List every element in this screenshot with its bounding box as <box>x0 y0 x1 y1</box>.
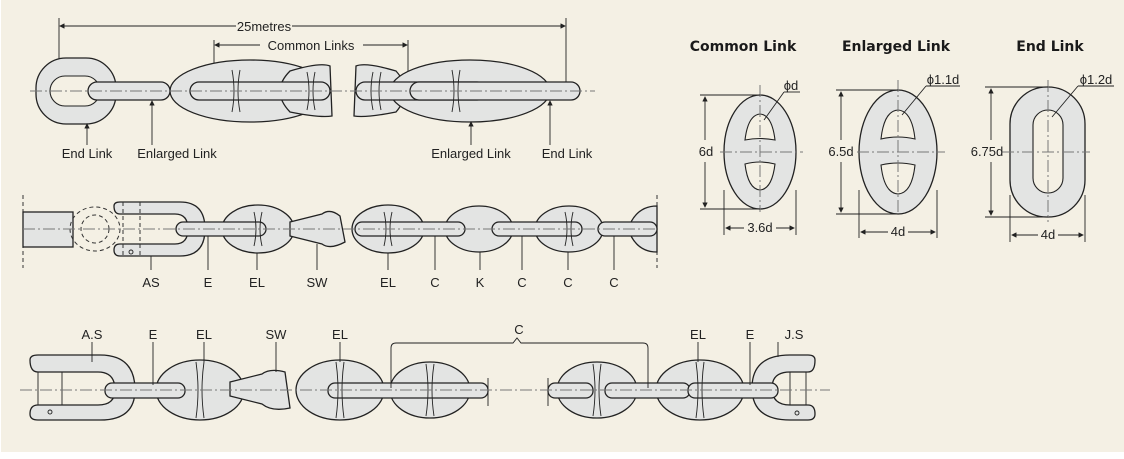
callout-el: EL <box>196 327 212 342</box>
leader-line <box>1051 85 1079 118</box>
callout-c: C <box>517 275 526 290</box>
callout-k: K <box>476 275 485 290</box>
spec-diameter-end: ϕ1.2d <box>1080 72 1113 87</box>
callout-e: E <box>204 275 213 290</box>
top-chain: 25metres Common Links End Link Enla <box>30 18 595 161</box>
spec-diameter-enlarged: ϕ1.1d <box>927 72 960 87</box>
spec-height-common: 6d <box>699 144 713 159</box>
callout-sw: SW <box>266 327 288 342</box>
spec-height-enlarged: 6.5d <box>828 144 853 159</box>
callout-end-link-right: End Link <box>542 146 593 161</box>
spec-width-end: 4d <box>1041 227 1055 242</box>
bottom-chain: A.S E EL SW EL C EL E J.S <box>20 322 830 421</box>
callout-js: J.S <box>785 327 804 342</box>
callout-c: C <box>609 275 618 290</box>
common-links-label: Common Links <box>268 38 355 53</box>
joining-shackle <box>751 354 816 421</box>
link-spec-common: Common Link 6d 3.6d ϕd <box>690 39 803 235</box>
callout-enlarged-link-right: Enlarged Link <box>431 146 511 161</box>
spec-title-common: Common Link <box>690 39 797 55</box>
shackle-pin-hole <box>128 249 134 255</box>
callout-e: E <box>149 327 158 342</box>
callout-el: EL <box>249 275 265 290</box>
callout-as: AS <box>142 275 160 290</box>
callout-c: C <box>514 322 523 337</box>
shackle-pin-hole <box>47 409 53 415</box>
callout-el: EL <box>380 275 396 290</box>
anchor-shackle <box>113 201 206 257</box>
spec-width-common: 3.6d <box>747 220 772 235</box>
link-spec-enlarged: Enlarged Link 6.5d 4d ϕ1.1d <box>828 39 960 239</box>
callout-c: C <box>563 275 572 290</box>
spec-title-end: End Link <box>1016 39 1084 55</box>
leader-line <box>763 91 785 121</box>
spec-title-enlarged: Enlarged Link <box>842 39 951 55</box>
callout-el: EL <box>690 327 706 342</box>
callout-sw: SW <box>307 275 329 290</box>
callout-c: C <box>430 275 439 290</box>
callout-e: E <box>746 327 755 342</box>
callout-end-link-left: End Link <box>62 146 113 161</box>
leader-line <box>901 85 927 116</box>
callout-enlarged-link-left: Enlarged Link <box>137 146 217 161</box>
anchor-shackle <box>29 354 136 421</box>
swivel <box>289 210 346 248</box>
spec-width-enlarged: 4d <box>891 224 905 239</box>
length-label: 25metres <box>237 19 292 34</box>
spec-height-end: 6.75d <box>971 144 1004 159</box>
common-links-bracket <box>390 337 649 388</box>
callout-el: EL <box>332 327 348 342</box>
callout-as: A.S <box>82 327 103 342</box>
shackle-pin-hole <box>794 410 800 416</box>
link-spec-end: End Link 6.75d 4d ϕ1.2d <box>971 39 1114 242</box>
spec-diameter-common: ϕd <box>784 78 799 93</box>
middle-chain: AS E EL SW EL C K C C C <box>22 195 658 290</box>
